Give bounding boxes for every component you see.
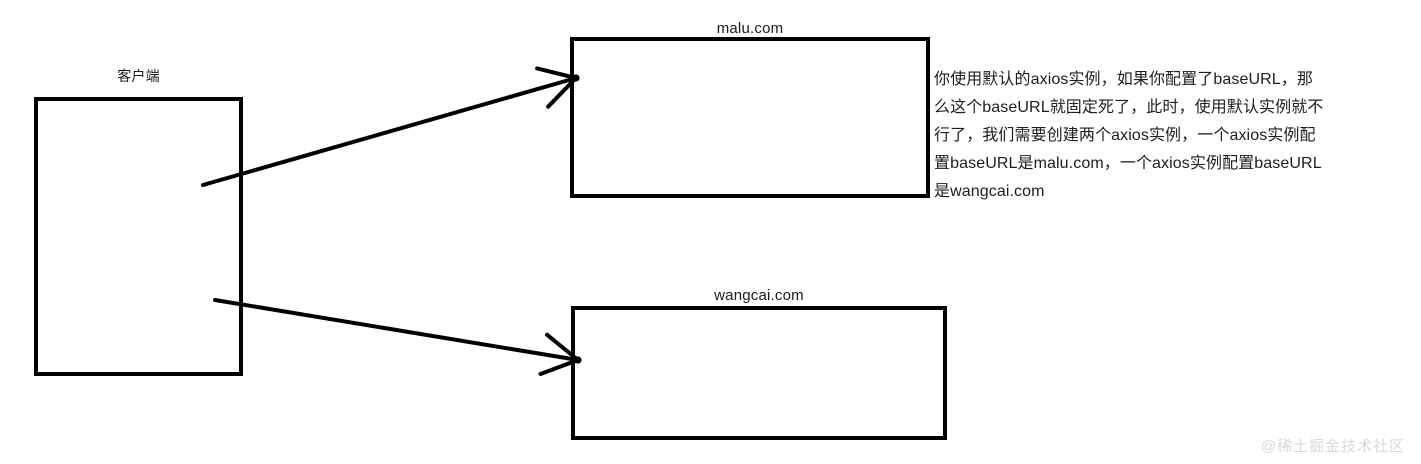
node-label-malu: malu.com xyxy=(716,20,784,37)
annotation-text: 你使用默认的axios实例，如果你配置了baseURL，那么这个baseURL就… xyxy=(934,66,1358,206)
edge-line xyxy=(201,76,578,187)
arrowhead-barb-1 xyxy=(535,66,578,80)
edge-group xyxy=(201,66,582,376)
arrowhead-barb-2 xyxy=(546,76,578,109)
arrowhead-barb-1 xyxy=(544,332,580,362)
annotation-line-1: 你使用默认的axios实例，如果你配置了baseURL，那 xyxy=(934,71,1313,88)
annotation-line-3: 行了，我们需要创建两个axios实例，一个axios实例配 xyxy=(934,127,1316,144)
watermark: @稀土掘金技术社区 xyxy=(1260,438,1405,455)
edge-line xyxy=(213,298,580,362)
edge-client-to-malu xyxy=(201,66,580,187)
annotation-line-2: 么这个baseURL就固定死了，此时，使用默认实例就不 xyxy=(934,99,1324,116)
edge-client-to-wangcai xyxy=(213,298,582,376)
annotation-line-4: 置baseURL是malu.com，一个axios实例配置baseURL xyxy=(934,155,1322,172)
arrowhead-tip xyxy=(572,74,580,82)
node-label-client: 客户端 xyxy=(117,68,160,84)
node-box-malu xyxy=(570,37,930,198)
annotation-line-5: 是wangcai.com xyxy=(934,183,1045,200)
node-box-wangcai xyxy=(571,306,947,440)
node-group xyxy=(34,37,947,440)
arrowhead-barb-2 xyxy=(538,358,580,376)
node-label-wangcai: wangcai.com xyxy=(714,287,804,304)
node-box-client xyxy=(34,97,243,376)
arrowhead-tip xyxy=(574,356,582,364)
